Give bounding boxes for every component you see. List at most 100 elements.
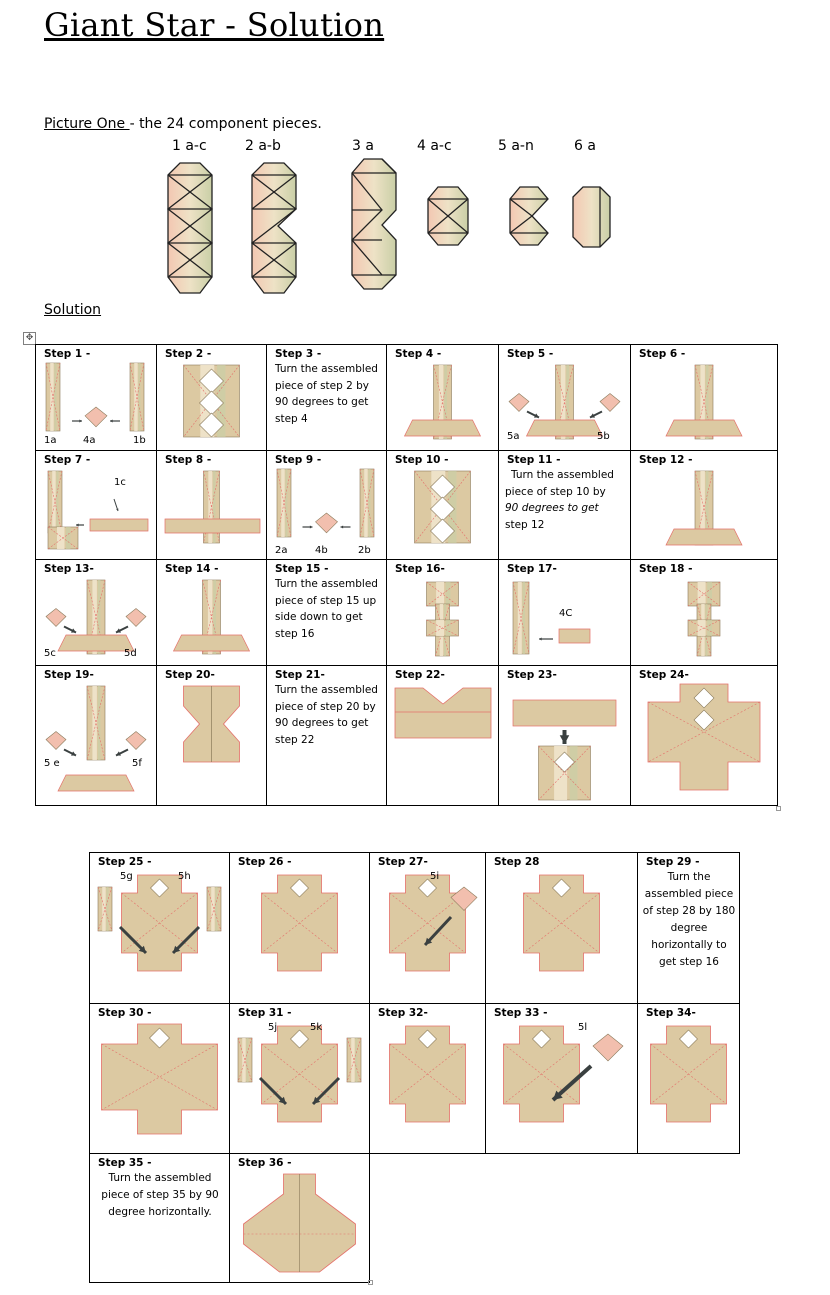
step-drawing bbox=[503, 1025, 624, 1123]
step-cell: Step 22- bbox=[386, 665, 499, 806]
step-cell: Step 33 - 5l bbox=[485, 1003, 638, 1154]
step-label: Step 27- bbox=[378, 856, 428, 868]
part-label: 5b bbox=[597, 431, 610, 442]
step-cell: Step 23- bbox=[498, 665, 631, 806]
step-drawing bbox=[665, 470, 743, 546]
step-label: Step 34- bbox=[646, 1007, 696, 1019]
table-resize-handle[interactable] bbox=[776, 806, 781, 811]
step-drawing bbox=[512, 699, 617, 801]
step-label: Step 11 - bbox=[507, 454, 561, 466]
part-label: 1c bbox=[114, 477, 126, 488]
step-label: Step 12 - bbox=[639, 454, 693, 466]
step-label: Step 6 - bbox=[639, 348, 686, 360]
step-drawing bbox=[243, 1173, 356, 1273]
part-label: 2a bbox=[275, 545, 288, 556]
step-drawing bbox=[101, 1023, 218, 1135]
instruction-line: step 12 bbox=[505, 518, 545, 531]
step-cell: Step 11 - Turn the assembled piece of st… bbox=[498, 450, 631, 560]
step-drawing bbox=[426, 581, 459, 657]
step-drawing bbox=[665, 364, 743, 440]
part-label: 5j bbox=[268, 1022, 278, 1033]
part-label: 5k bbox=[310, 1022, 323, 1033]
step-drawing bbox=[172, 579, 251, 655]
step-label: Step 15 - bbox=[275, 563, 329, 575]
piece-label-2: 2 a-b bbox=[245, 138, 281, 154]
step-label: Step 4 - bbox=[395, 348, 442, 360]
step-label: Step 17- bbox=[507, 563, 557, 575]
step-cell: Step 35 -Turn the assembled piece of ste… bbox=[89, 1153, 230, 1283]
step-cell: Step 29 - Turn the assembled piece of ste… bbox=[637, 852, 740, 1004]
step-label: Step 29 - bbox=[646, 856, 700, 868]
step-cell: Step 17- 4C bbox=[498, 559, 631, 666]
picture-caption-text: - the 24 component pieces. bbox=[129, 116, 322, 132]
step-cell: Step 8 - bbox=[156, 450, 267, 560]
step-cell: Step 6 - bbox=[630, 344, 778, 451]
step-drawing bbox=[164, 470, 261, 544]
step-label: Step 36 - bbox=[238, 1157, 292, 1169]
step-cell: Step 24- bbox=[630, 665, 778, 806]
picture-caption-label: Picture One bbox=[44, 116, 130, 132]
step-cell: Step 25 - 5g 5h bbox=[89, 852, 230, 1004]
step-label: Step 20- bbox=[165, 669, 215, 681]
part-label: 5l bbox=[578, 1022, 588, 1033]
step-cell: Step 14 - bbox=[156, 559, 267, 666]
part-label: 5a bbox=[507, 431, 520, 442]
part-label: 5i bbox=[430, 871, 440, 882]
instruction-line: 90 degrees to get bbox=[505, 502, 599, 514]
step-cell: Step 26 - bbox=[229, 852, 370, 1004]
step-label: Step 9 - bbox=[275, 454, 322, 466]
step-cell: Step 20- bbox=[156, 665, 267, 806]
step-label: Step 14 - bbox=[165, 563, 219, 575]
step-label: Step 5 - bbox=[507, 348, 554, 360]
solution-heading: Solution bbox=[44, 302, 102, 318]
step-drawing bbox=[45, 579, 147, 655]
part-label: 5f bbox=[132, 758, 142, 769]
step-label: Step 16- bbox=[395, 563, 445, 575]
table-move-handle[interactable]: ✥ bbox=[23, 332, 36, 345]
step-cell: Step 30 - bbox=[89, 1003, 230, 1154]
step-label: Step 19- bbox=[44, 669, 94, 681]
step-drawing bbox=[687, 581, 721, 657]
step-drawing bbox=[414, 470, 471, 544]
step-label: Step 26 - bbox=[238, 856, 292, 868]
step-cell: Step 10 - bbox=[386, 450, 499, 560]
part-label: 5g bbox=[120, 871, 133, 882]
table-resize-handle[interactable] bbox=[368, 1280, 373, 1285]
step-drawing bbox=[647, 683, 761, 791]
instruction-line: piece of step 10 by bbox=[505, 485, 606, 498]
step-instruction: Turn the assembled piece of step 2 by 90… bbox=[275, 363, 378, 425]
part-label: 5c bbox=[44, 648, 56, 659]
step-drawing bbox=[403, 364, 482, 440]
step-cell: Step 16- bbox=[386, 559, 499, 666]
component-pieces-illustration bbox=[166, 158, 611, 294]
step-instruction: Turn the assembled piece of step 35 by 9… bbox=[101, 1172, 219, 1218]
part-label: 1a bbox=[44, 435, 57, 446]
step-label: Step 32- bbox=[378, 1007, 428, 1019]
step-instruction: Turn the assembled piece of step 28 by 1… bbox=[642, 871, 736, 968]
step-cell: Step 4 - bbox=[386, 344, 499, 451]
step-cell: Step 3 -Turn the assembled piece of step… bbox=[266, 344, 387, 451]
step-instruction: Turn the assembled piece of step 15 up s… bbox=[275, 578, 378, 640]
instruction-line: Turn the assembled bbox=[511, 469, 614, 481]
step-cell: Step 32- bbox=[369, 1003, 486, 1154]
step-drawing bbox=[45, 362, 145, 432]
piece-label-6: 6 a bbox=[574, 138, 596, 154]
part-label: 2b bbox=[358, 545, 371, 556]
step-label: Step 21- bbox=[275, 669, 325, 681]
piece-label-5: 5 a-n bbox=[498, 138, 534, 154]
part-label: 1b bbox=[133, 435, 146, 446]
step-instruction: Turn the assembled piece of step 20 by 9… bbox=[275, 684, 378, 746]
step-drawing bbox=[394, 687, 492, 739]
step-cell: Step 21- Turn the assembled piece of step… bbox=[266, 665, 387, 806]
step-cell: Step 28 bbox=[485, 852, 638, 1004]
step-drawing bbox=[45, 685, 147, 792]
step-drawing bbox=[261, 874, 338, 972]
part-label: 5h bbox=[178, 871, 191, 882]
step-label: Step 25 - bbox=[98, 856, 152, 868]
step-label: Step 13- bbox=[44, 563, 94, 575]
empty-cell bbox=[638, 1154, 740, 1283]
step-label: Step 28 bbox=[494, 856, 540, 868]
part-label: 5 e bbox=[44, 758, 60, 769]
